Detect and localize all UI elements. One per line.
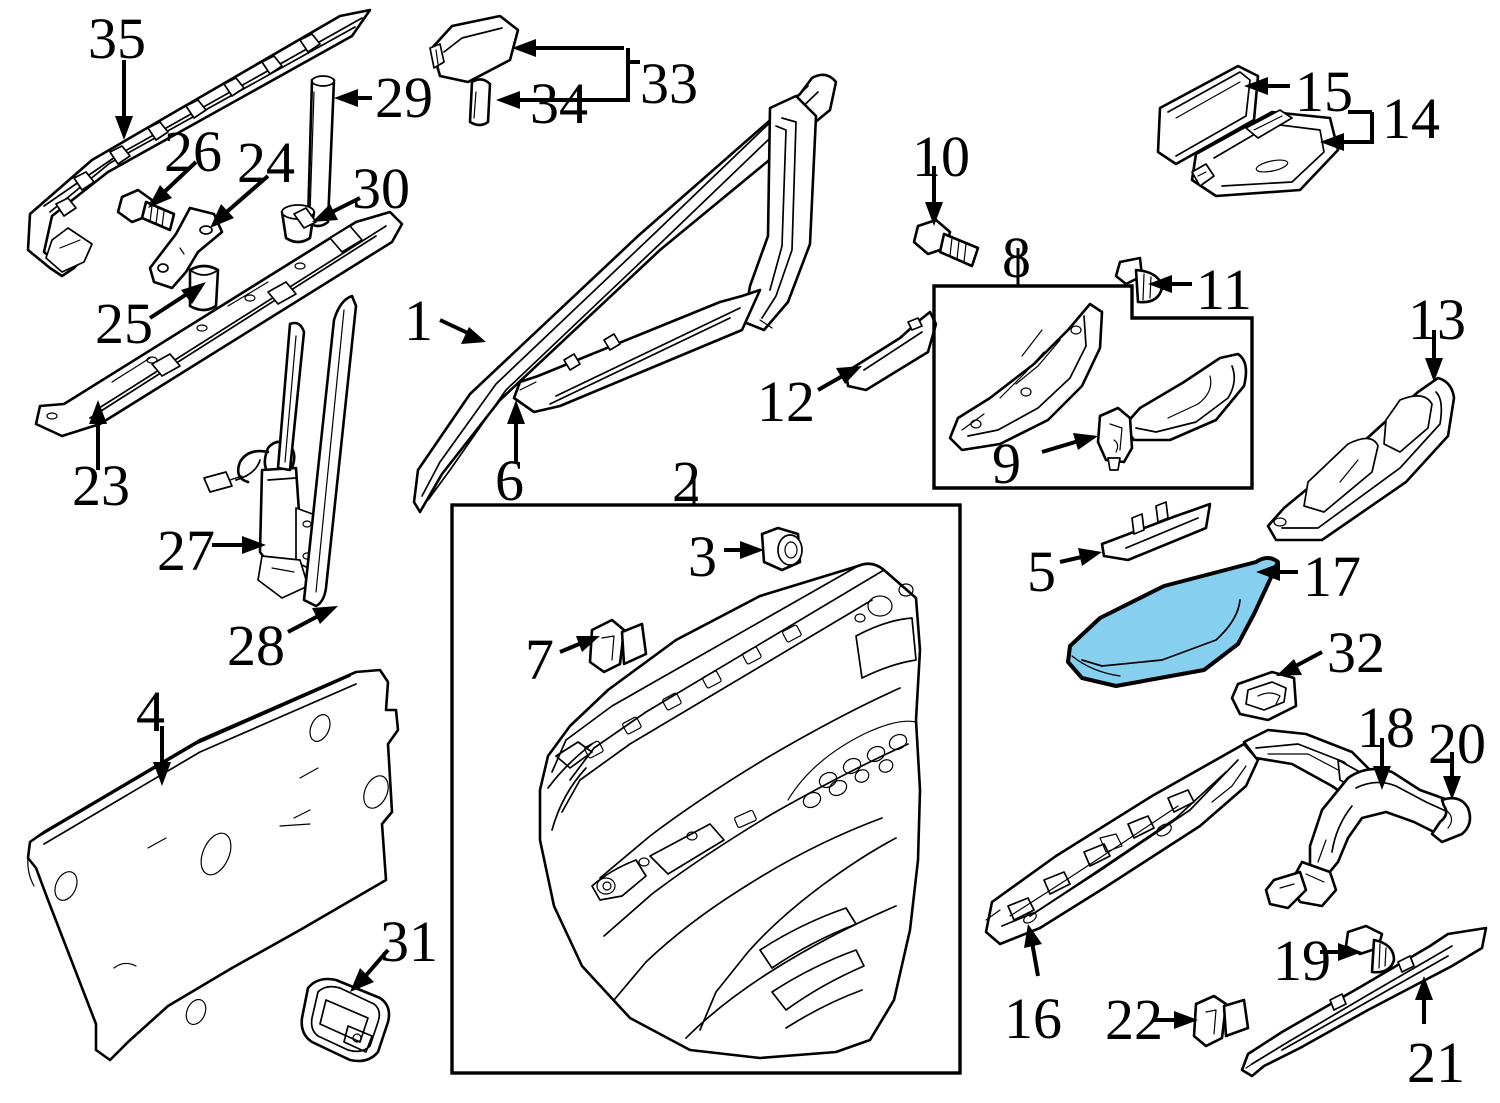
part-10-bolt-large — [912, 218, 980, 268]
callout-number-1: 1 — [404, 288, 433, 353]
callout-number-14: 14 — [1382, 86, 1440, 151]
part-31-window-switch-bezel — [300, 977, 391, 1063]
callout-number-25: 25 — [95, 291, 153, 356]
part-7-panel-clip — [588, 618, 648, 674]
callout-number-8: 8 — [1002, 225, 1031, 290]
callout-number-11: 11 — [1196, 257, 1252, 322]
part-15-ashtray-insert-liner — [1156, 64, 1260, 166]
part-17-armrest-pad-cover — [1066, 556, 1280, 688]
part-27-window-regulator-motor — [203, 440, 319, 599]
callout-number-32: 32 — [1327, 620, 1385, 685]
callout-number-12: 12 — [757, 369, 815, 434]
callout-number-26: 26 — [164, 119, 222, 184]
callout-number-20: 20 — [1428, 711, 1486, 776]
part-24-mounting-bracket — [148, 206, 224, 290]
callout-number-18: 18 — [1357, 695, 1415, 760]
part-8-group-box — [932, 248, 1254, 490]
part-18-grab-handle-bracket — [1264, 767, 1464, 910]
callout-number-21: 21 — [1407, 1030, 1465, 1095]
callout-number-3: 3 — [688, 524, 717, 589]
callout-number-2: 2 — [672, 449, 701, 514]
callout-number-6: 6 — [495, 448, 524, 513]
part-9-inside-handle-bezel — [1096, 352, 1248, 471]
callout-number-33: 33 — [640, 51, 698, 116]
callout-number-27: 27 — [157, 518, 215, 583]
part-12-trim-insert-strip — [844, 310, 938, 392]
part-23-window-regulator-rail — [34, 207, 404, 438]
part-6-beltline-molding — [512, 288, 762, 414]
callout-number-19: 19 — [1273, 928, 1331, 993]
callout-number-17: 17 — [1303, 544, 1361, 609]
part-25-spacer-bushing — [188, 264, 220, 312]
part-19-bolt-small — [1344, 924, 1396, 974]
callout-number-35: 35 — [88, 6, 146, 71]
callout-number-22: 22 — [1105, 987, 1163, 1052]
callout-number-23: 23 — [72, 453, 130, 518]
part-21-lower-door-trim-molding — [1240, 926, 1488, 1078]
part-34-plug-cap-small — [468, 78, 492, 127]
callout-number-5: 5 — [1027, 539, 1056, 604]
part-13-armrest-pull-cup-trim — [1266, 376, 1456, 542]
leader-lines — [89, 39, 1461, 1029]
part-1-door-frame-pillar-trim — [412, 73, 838, 514]
callout-number-28: 28 — [227, 613, 285, 678]
part-29-pin-dowel — [306, 75, 336, 228]
callout-number-16: 16 — [1004, 986, 1062, 1051]
part-32-cup-holder-insert — [1230, 670, 1298, 722]
callout-number-9: 9 — [992, 431, 1021, 496]
part-33-door-check-strap-cover — [429, 14, 520, 84]
callout-number-24: 24 — [237, 130, 295, 195]
part-4-water-shield-moisture-barrier — [26, 668, 400, 1062]
part-35-upper-door-rail-molding — [26, 8, 372, 278]
callout-number-29: 29 — [375, 65, 433, 130]
callout-number-4: 4 — [136, 679, 165, 744]
callout-number-10: 10 — [912, 124, 970, 189]
part-22-retainer-clip — [1192, 994, 1250, 1048]
part-26-bolt-shouldered — [116, 188, 176, 232]
part-8-door-handle-carrier — [948, 302, 1104, 452]
callout-number-7: 7 — [525, 627, 554, 692]
callout-number-31: 31 — [380, 909, 438, 974]
part-2-door-trim-panel-assembly — [538, 562, 922, 1060]
part-20-handle-end-cap — [1430, 796, 1472, 844]
callout-number-34: 34 — [530, 71, 588, 136]
callout-number-13: 13 — [1408, 287, 1466, 352]
part-2-group-box — [450, 478, 962, 1075]
part-28-guide-rod-channel — [276, 294, 358, 608]
callout-number-15: 15 — [1295, 59, 1353, 124]
callout-number-30: 30 — [352, 156, 410, 221]
part-3-grommet-bushing — [760, 526, 803, 572]
part-11-screw-small — [1114, 256, 1164, 304]
part-14-ashtray-storage-bin — [1190, 109, 1340, 198]
part-5-trim-clip-retainer-strip — [1100, 501, 1212, 562]
